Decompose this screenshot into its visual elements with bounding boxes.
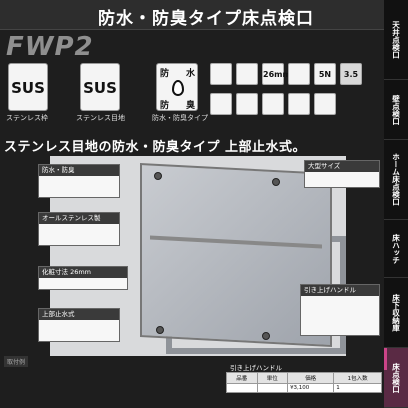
figure-caption: 取付例 bbox=[4, 356, 29, 367]
tagline: ステンレス目地の防水・防臭タイプ 上部止水式。 bbox=[4, 140, 307, 155]
callout-size: 大型サイズ bbox=[304, 160, 380, 188]
feature-caption: 防水・防臭タイプ bbox=[152, 114, 208, 122]
spec-icon bbox=[210, 63, 232, 85]
nav-tab-ceiling-hatch[interactable]: 天井点検口 bbox=[384, 0, 408, 80]
badge-caption: ステンレス目地 bbox=[76, 114, 125, 122]
nav-tab-label: 天井点検口 bbox=[391, 20, 401, 59]
nav-tab-home-floor-hatch[interactable]: ホーム床点検口 bbox=[384, 140, 408, 220]
lid-rib bbox=[150, 235, 322, 249]
waterproof-deodorant-badge: 防 水 防 臭 bbox=[156, 63, 198, 111]
callout-title: 化粧寸法 26mm bbox=[39, 267, 127, 279]
active-indicator bbox=[384, 348, 387, 370]
callout-depth: 化粧寸法 26mm bbox=[38, 266, 128, 290]
table-cell bbox=[256, 383, 289, 393]
callout-title: 防水・防臭 bbox=[39, 165, 119, 177]
callout-title: 引き上げハンドル bbox=[301, 285, 379, 297]
page-title: 防水・防臭タイプ床点検口 bbox=[98, 9, 314, 29]
model-number: FWP2 bbox=[6, 32, 94, 62]
table-header-cell: 品番 bbox=[226, 372, 258, 384]
nav-tab-label: ホーム床点検口 bbox=[391, 153, 401, 206]
price-table: 品番 単位 価格 1包入数 ¥3,100 1 bbox=[226, 372, 382, 393]
spec-icon bbox=[288, 93, 310, 115]
feature-char: 水 bbox=[186, 69, 196, 79]
nav-tab-label: 床ハッチ bbox=[391, 233, 401, 264]
table-header-row: 品番 単位 価格 1包入数 bbox=[226, 372, 382, 384]
load-spec-icon: 5N bbox=[314, 63, 336, 85]
badge-label: SUS bbox=[83, 79, 117, 97]
feature-char: 臭 bbox=[186, 101, 196, 111]
table-header-cell: 1包入数 bbox=[333, 372, 382, 384]
callout-title: 上部止水式 bbox=[39, 309, 119, 321]
table-header-cell: 単位 bbox=[256, 372, 289, 384]
feature-char: 防 bbox=[160, 69, 170, 79]
spec-icon: 3.5 bbox=[340, 63, 362, 85]
nav-tab-wall-hatch[interactable]: 壁点検口 bbox=[384, 80, 408, 140]
callout-seal: 上部止水式 bbox=[38, 308, 120, 342]
nav-tab-label: 床下収納庫 bbox=[391, 293, 401, 332]
callout-handle: 引き上げハンドル bbox=[300, 284, 380, 336]
table-cell bbox=[226, 383, 258, 393]
bolt-icon bbox=[262, 332, 270, 340]
bolt-icon bbox=[272, 178, 280, 186]
nav-tab-floor-inspection[interactable]: 床点検口 bbox=[384, 348, 408, 408]
sus-frame-badge: SUS bbox=[8, 63, 48, 111]
callout-stainless: オールステンレス製 bbox=[38, 212, 120, 246]
table-cell: ¥3,100 bbox=[287, 383, 335, 393]
spec-icon bbox=[288, 63, 310, 85]
nav-tab-label: 壁点検口 bbox=[391, 94, 401, 125]
spec-icon bbox=[314, 93, 336, 115]
badge-caption: ステンレス枠 bbox=[6, 114, 48, 122]
spec-icon bbox=[236, 63, 258, 85]
feature-char: 防 bbox=[160, 101, 170, 111]
depth-spec-icon: 26mm bbox=[262, 63, 291, 85]
spec-icon-grid: 26mm 5N 3.5 bbox=[210, 63, 362, 121]
nav-tab-floor-hatch[interactable]: 床ハッチ bbox=[384, 220, 408, 278]
bolt-icon bbox=[156, 326, 164, 334]
nav-tab-label: 床点検口 bbox=[391, 362, 401, 393]
table-row: ¥3,100 1 bbox=[226, 383, 382, 393]
table-header-cell: 価格 bbox=[287, 372, 335, 384]
callout-title: オールステンレス製 bbox=[39, 213, 119, 225]
table-title: 引き上げハンドル bbox=[230, 364, 282, 372]
catalog-page: 防水・防臭タイプ床点検口 FWP2 SUS ステンレス枠 SUS ステンレス目地… bbox=[0, 0, 384, 393]
water-drop-icon bbox=[172, 80, 184, 96]
callout-waterproof: 防水・防臭 bbox=[38, 164, 120, 198]
spec-icon bbox=[262, 93, 284, 115]
table-cell: 1 bbox=[333, 383, 382, 393]
spec-icon bbox=[210, 93, 232, 115]
page-header: 防水・防臭タイプ床点検口 bbox=[0, 0, 384, 30]
bolt-icon bbox=[154, 172, 162, 180]
category-side-nav: 天井点検口 壁点検口 ホーム床点検口 床ハッチ 床下収納庫 床点検口 bbox=[384, 0, 408, 408]
spec-icon bbox=[236, 93, 258, 115]
sus-joint-badge: SUS bbox=[80, 63, 120, 111]
nav-tab-underfloor-storage[interactable]: 床下収納庫 bbox=[384, 278, 408, 348]
callout-title: 大型サイズ bbox=[305, 161, 379, 173]
badge-label: SUS bbox=[11, 79, 45, 97]
